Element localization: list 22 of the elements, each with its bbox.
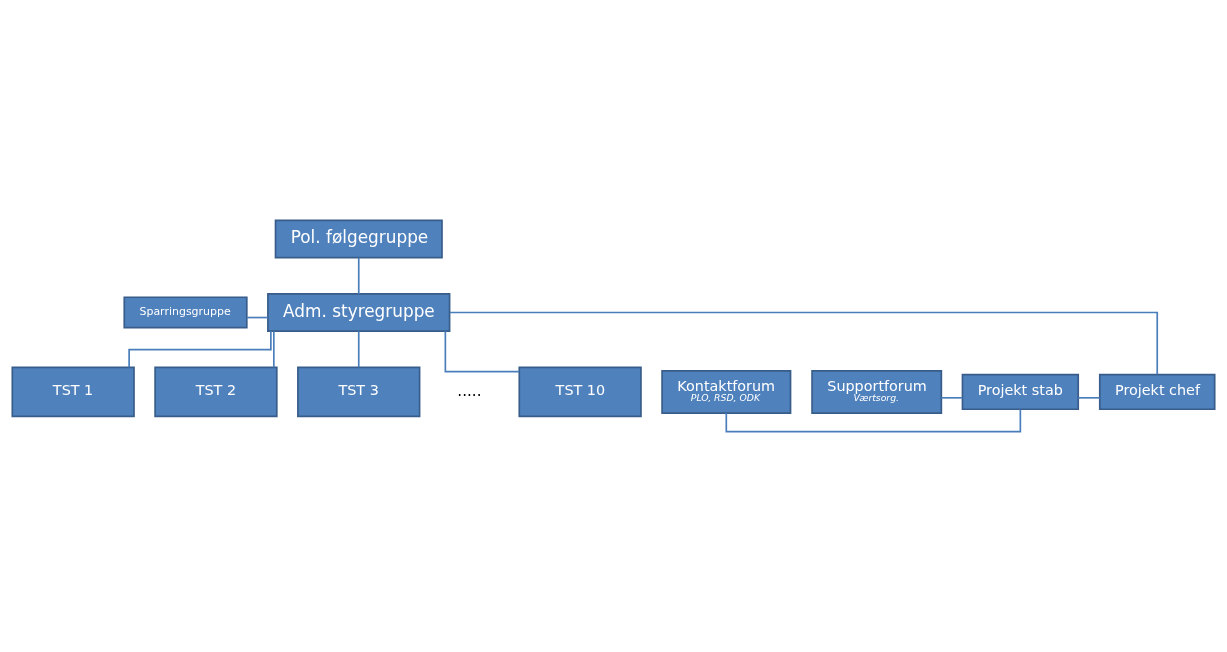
connector	[273, 330, 275, 369]
node-box: Sparringsgruppe	[123, 296, 248, 329]
label: .....	[457, 381, 482, 400]
node-box: Projekt stab	[961, 373, 1080, 411]
connector	[940, 396, 964, 399]
connector	[444, 330, 520, 373]
node-box: TST 3	[297, 366, 421, 418]
node-box: Projekt chef	[1098, 373, 1216, 411]
node-box: Pol. følgegruppe	[274, 219, 443, 259]
connector	[246, 316, 269, 319]
node-box: Kontaktforum PLO, RSD, ODK	[661, 369, 792, 414]
node-box: Adm. styregruppe	[267, 293, 451, 332]
connector	[725, 408, 1022, 433]
node-box: TST 1	[11, 366, 135, 418]
connector	[128, 330, 272, 369]
connector	[449, 311, 1159, 376]
connector	[357, 257, 360, 295]
node-box: TST 2	[154, 366, 278, 418]
node-box: Supportforum Værtsorg.	[811, 369, 943, 414]
connector	[357, 330, 360, 369]
node-box: TST 10	[518, 366, 642, 418]
connector	[1077, 396, 1101, 399]
